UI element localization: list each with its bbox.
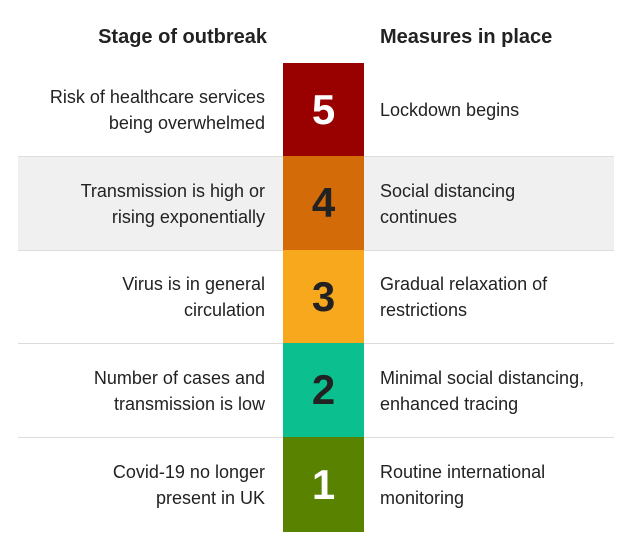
measure-description: Routine international monitoring: [380, 462, 546, 508]
level-number: 2: [311, 366, 336, 413]
level-number: 3: [311, 272, 336, 320]
stage-description: Transmission is high or rising exponenti…: [80, 180, 265, 227]
level-row-3: Virus is in general circulation Gradual …: [18, 251, 614, 343]
measure-description: Gradual relaxation of restrictions: [380, 274, 548, 320]
level-number: 5: [311, 85, 336, 133]
stage-description: Number of cases and transmission is low: [93, 367, 265, 414]
stage-description: Virus is in general circulation: [122, 274, 265, 320]
measure-description: Lockdown begins: [380, 99, 520, 120]
level-row-5: Risk of healthcare services being overwh…: [18, 63, 614, 156]
level-badge-3: 3: [283, 250, 364, 343]
level-row-2: Number of cases and transmission is low …: [18, 344, 614, 437]
level-row-1: Covid-19 no longer present in UK Routine…: [18, 438, 614, 532]
measures-column-header: Measures in place: [380, 26, 553, 48]
stage-description: Risk of healthcare services being overwh…: [49, 86, 265, 133]
level-badge-2: 2: [283, 343, 364, 437]
measure-description: Minimal social distancing, enhanced trac…: [380, 367, 585, 414]
level-badge-5: 5: [283, 63, 364, 156]
stage-column-header: Stage of outbreak: [98, 26, 267, 48]
level-number: 1: [311, 460, 336, 508]
level-badge-1: 1: [283, 437, 364, 532]
measure-description: Social distancing continues: [380, 180, 516, 227]
stage-description: Covid-19 no longer present in UK: [112, 462, 265, 508]
level-badge-4: 4: [283, 156, 364, 250]
level-number: 4: [311, 179, 336, 226]
